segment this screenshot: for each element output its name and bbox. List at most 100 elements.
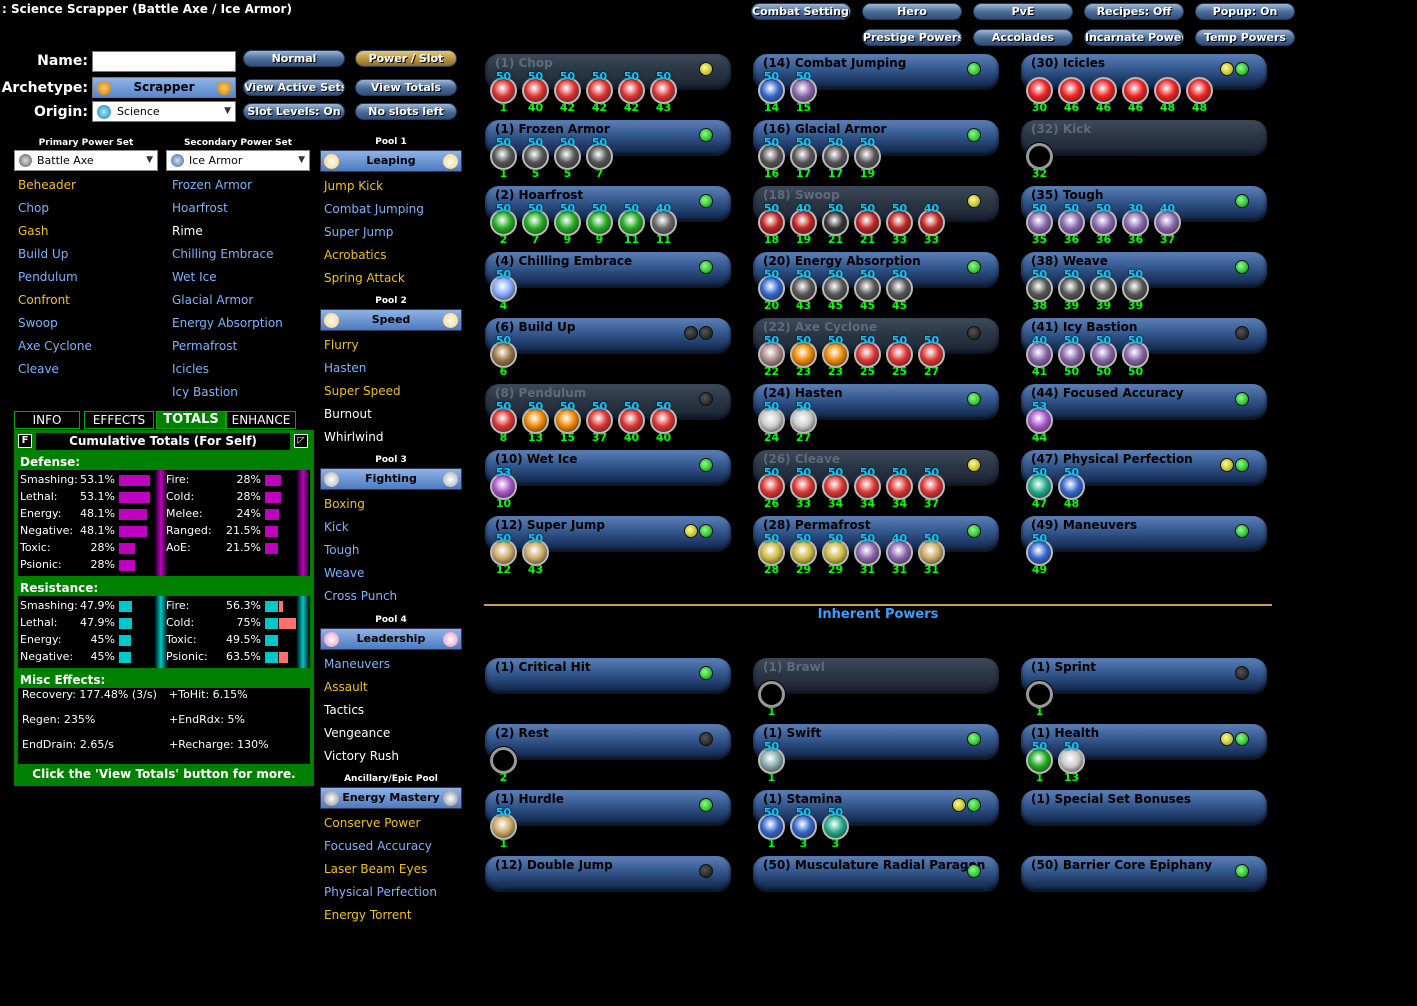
enhancement-icon[interactable] bbox=[650, 77, 677, 104]
slot-levels-button[interactable]: Slot Levels: On bbox=[243, 103, 345, 120]
enhancement-icon[interactable] bbox=[758, 77, 785, 104]
enhancement-icon[interactable] bbox=[522, 407, 549, 434]
enhancement-icon[interactable] bbox=[854, 341, 881, 368]
enhancement-icon[interactable] bbox=[490, 407, 517, 434]
enhancement-icon[interactable] bbox=[822, 341, 849, 368]
enhancement-icon[interactable] bbox=[790, 539, 817, 566]
power-slot[interactable]: (1) Hurdle bbox=[485, 790, 731, 826]
enhancement-icon[interactable] bbox=[490, 275, 517, 302]
enhancement-icon[interactable] bbox=[490, 473, 517, 500]
enhancement-icon[interactable] bbox=[1026, 77, 1053, 104]
enhancement-icon[interactable] bbox=[1058, 209, 1085, 236]
f-toggle-button[interactable]: F bbox=[18, 434, 32, 448]
tab-effects[interactable]: EFFECTS bbox=[84, 411, 154, 429]
primary-set-select[interactable]: Battle Axe ▼ bbox=[14, 150, 158, 171]
power-slot[interactable]: (12) Super Jump bbox=[485, 516, 731, 552]
tab-totals[interactable]: TOTALS bbox=[156, 411, 226, 429]
power-list-item[interactable]: Jump Kick bbox=[324, 179, 384, 193]
enhancement-icon[interactable] bbox=[618, 209, 645, 236]
enhancement-icon[interactable] bbox=[854, 143, 881, 170]
tab-enhance[interactable]: ENHANCE bbox=[226, 411, 296, 429]
power-list-item[interactable]: Beheader bbox=[18, 178, 76, 192]
power-slot[interactable]: (1) Brawl bbox=[753, 658, 999, 694]
enhancement-icon[interactable] bbox=[1026, 407, 1053, 434]
power-list-item[interactable]: Super Jump bbox=[324, 225, 394, 239]
enhancement-icon[interactable] bbox=[586, 143, 613, 170]
power-list-item[interactable]: Spring Attack bbox=[324, 271, 405, 285]
pool-select[interactable]: Speed bbox=[320, 309, 462, 331]
enhancement-icon[interactable] bbox=[1186, 77, 1213, 104]
enhancement-icon[interactable] bbox=[758, 473, 785, 500]
tab-info[interactable]: INFO bbox=[14, 411, 80, 429]
enhancement-icon[interactable] bbox=[1058, 77, 1085, 104]
enhancement-icon[interactable] bbox=[1058, 275, 1085, 302]
enhancement-icon[interactable] bbox=[1026, 473, 1053, 500]
power-slot[interactable]: (10) Wet Ice bbox=[485, 450, 731, 486]
enhancement-icon[interactable] bbox=[1026, 539, 1053, 566]
pool-select[interactable]: Leadership bbox=[320, 628, 462, 650]
enhancement-icon[interactable] bbox=[522, 143, 549, 170]
power-list-item[interactable]: Glacial Armor bbox=[172, 293, 254, 307]
enhancement-icon[interactable] bbox=[790, 341, 817, 368]
power-list-item[interactable]: Acrobatics bbox=[324, 248, 387, 262]
power-list-item[interactable]: Rime bbox=[172, 224, 203, 238]
enhancement-icon[interactable] bbox=[490, 813, 517, 840]
power-list-item[interactable]: Wet Ice bbox=[172, 270, 217, 284]
enhancement-icon[interactable] bbox=[1026, 747, 1053, 774]
enhancement-icon[interactable] bbox=[854, 275, 881, 302]
enhancement-icon[interactable] bbox=[822, 143, 849, 170]
power-slot[interactable]: (12) Double Jump bbox=[485, 856, 731, 892]
power-list-item[interactable]: Tough bbox=[324, 543, 360, 557]
enhancement-icon[interactable] bbox=[1090, 341, 1117, 368]
enhancement-icon[interactable] bbox=[554, 143, 581, 170]
prestige-powers-button[interactable]: Prestige Powers bbox=[862, 29, 962, 46]
empty-slot-icon[interactable] bbox=[1026, 681, 1053, 708]
hero-button[interactable]: Hero bbox=[862, 3, 962, 20]
enhancement-icon[interactable] bbox=[918, 473, 945, 500]
enhancement-icon[interactable] bbox=[790, 77, 817, 104]
power-list-item[interactable]: Maneuvers bbox=[324, 657, 390, 671]
power-list-item[interactable]: Axe Cyclone bbox=[18, 339, 92, 353]
enhancement-icon[interactable] bbox=[822, 275, 849, 302]
enhancement-icon[interactable] bbox=[1122, 209, 1149, 236]
enhancement-icon[interactable] bbox=[1122, 77, 1149, 104]
enhancement-icon[interactable] bbox=[822, 473, 849, 500]
power-list-item[interactable]: Build Up bbox=[18, 247, 69, 261]
enhancement-icon[interactable] bbox=[586, 77, 613, 104]
empty-slot-icon[interactable] bbox=[1026, 143, 1053, 170]
enhancement-icon[interactable] bbox=[554, 209, 581, 236]
empty-slot-icon[interactable] bbox=[758, 681, 785, 708]
enhancement-icon[interactable] bbox=[1090, 77, 1117, 104]
enhancement-icon[interactable] bbox=[490, 341, 517, 368]
enhancement-icon[interactable] bbox=[522, 209, 549, 236]
enhancement-icon[interactable] bbox=[650, 407, 677, 434]
enhancement-icon[interactable] bbox=[790, 143, 817, 170]
power-list-item[interactable]: Frozen Armor bbox=[172, 178, 253, 192]
power-slot[interactable]: (20) Energy Absorption bbox=[753, 252, 999, 288]
enhancement-icon[interactable] bbox=[822, 209, 849, 236]
power-list-item[interactable]: Super Speed bbox=[324, 384, 401, 398]
combat-settings-button[interactable]: Combat Settings bbox=[751, 3, 851, 20]
pool-select[interactable]: Leaping bbox=[320, 150, 462, 172]
power-list-item[interactable]: Focused Accuracy bbox=[324, 839, 432, 853]
enhancement-icon[interactable] bbox=[886, 539, 913, 566]
enhancement-icon[interactable] bbox=[1122, 341, 1149, 368]
power-list-item[interactable]: Energy Absorption bbox=[172, 316, 283, 330]
enhancement-icon[interactable] bbox=[490, 539, 517, 566]
power-list-item[interactable]: Energy Torrent bbox=[324, 908, 412, 922]
enhancement-icon[interactable] bbox=[554, 77, 581, 104]
enhancement-icon[interactable] bbox=[1026, 341, 1053, 368]
power-list-item[interactable]: Icy Bastion bbox=[172, 385, 238, 399]
power-list-item[interactable]: Kick bbox=[324, 520, 349, 534]
power-list-item[interactable]: Confront bbox=[18, 293, 70, 307]
power-slot[interactable]: (1) Sprint bbox=[1021, 658, 1267, 694]
enhancement-icon[interactable] bbox=[650, 209, 677, 236]
power-list-item[interactable]: Weave bbox=[324, 566, 365, 580]
enhancement-icon[interactable] bbox=[918, 209, 945, 236]
power-list-item[interactable]: Permafrost bbox=[172, 339, 238, 353]
enhancement-icon[interactable] bbox=[1026, 275, 1053, 302]
power-list-item[interactable]: Swoop bbox=[18, 316, 58, 330]
enhancement-icon[interactable] bbox=[790, 813, 817, 840]
power-list-item[interactable]: Chilling Embrace bbox=[172, 247, 274, 261]
enhancement-icon[interactable] bbox=[758, 209, 785, 236]
